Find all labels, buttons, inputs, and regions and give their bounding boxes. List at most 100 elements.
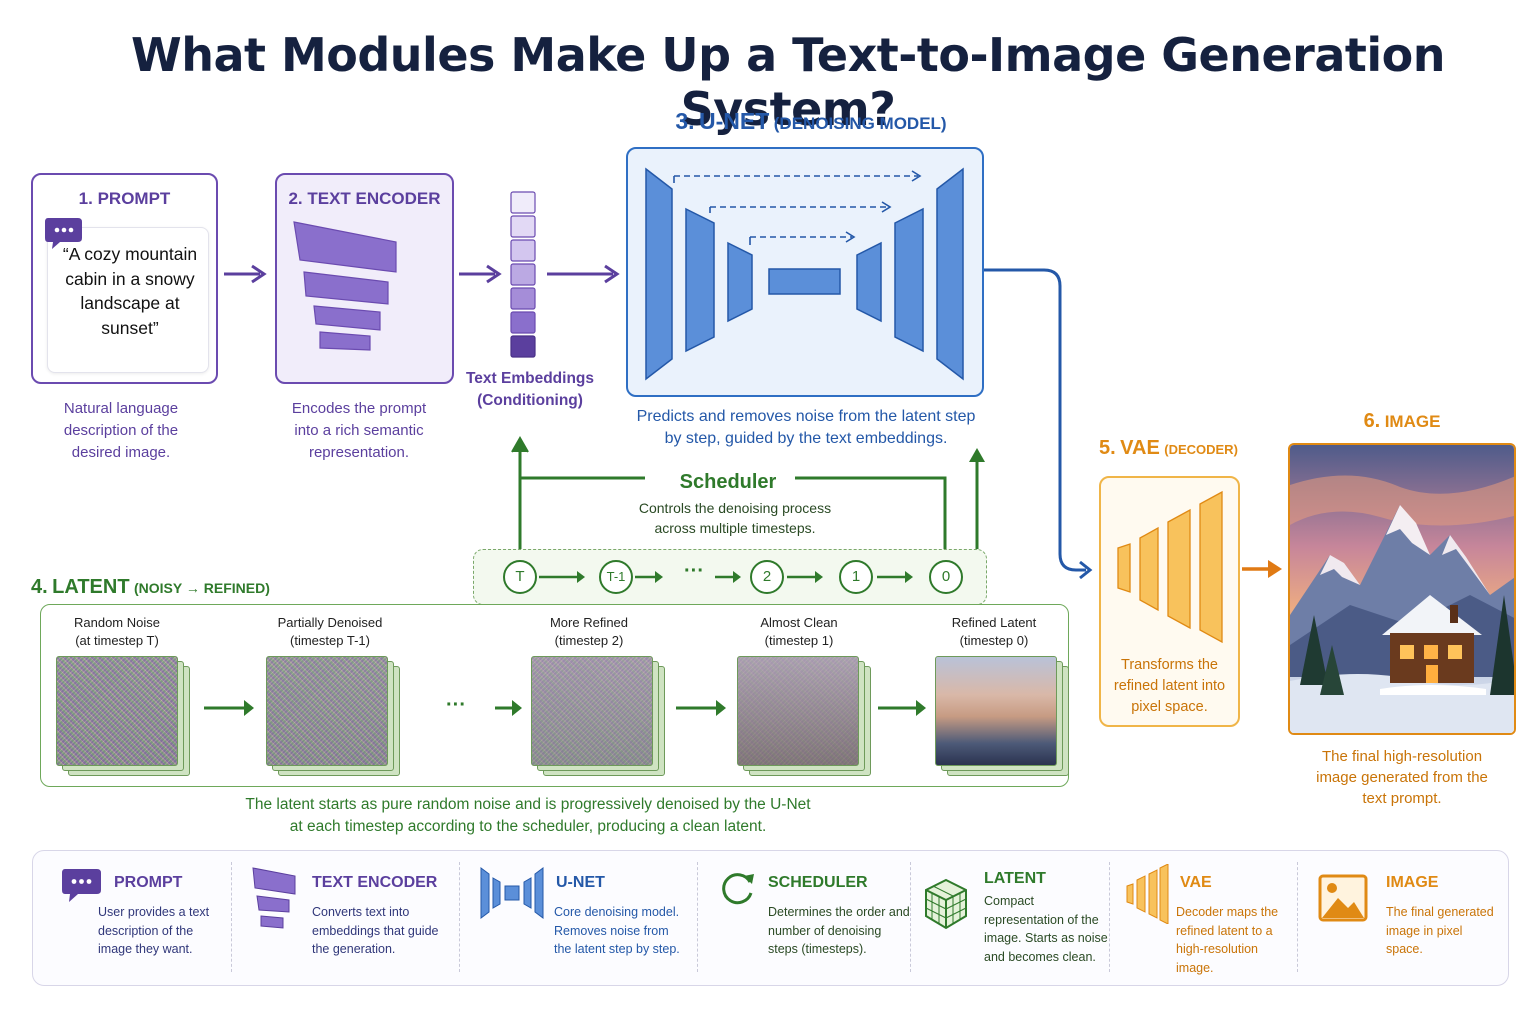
scheduler-caption: Controls the denoising process across mu… xyxy=(638,500,832,536)
prompt-caption: Natural language description of the desi… xyxy=(63,400,179,461)
cube-icon xyxy=(922,876,970,937)
encoder-layers-icon xyxy=(293,221,397,351)
image-number: 6. xyxy=(1363,410,1381,432)
latent-layer xyxy=(737,656,859,766)
legend-item-title: PROMPT xyxy=(114,874,183,891)
latent-number: 4. xyxy=(31,576,48,598)
latent-stage-label: Almost Clean (timestep 1) xyxy=(738,614,860,650)
legend-item-title: U-NET xyxy=(556,874,605,891)
latent-heading: LATENT xyxy=(52,576,130,598)
prompt-text: “A cozy mountain cabin in a snowy landsc… xyxy=(62,244,198,338)
latent-arrow-head xyxy=(916,700,926,716)
scheduler-ellipsis: ··· xyxy=(684,560,704,582)
image-caption: The final high-resolution image generate… xyxy=(1316,748,1488,807)
scheduler-step-node: 1 xyxy=(839,560,873,594)
legend-divider xyxy=(1297,862,1298,972)
latent-stage-label: Random Noise (at timestep T) xyxy=(56,614,178,650)
latent-stage-stack xyxy=(531,656,665,776)
arrow-vae-to-image xyxy=(1242,560,1282,578)
vae-decoder-diagram xyxy=(1117,490,1223,644)
legend-item-description: Core denoising model. Removes noise from… xyxy=(554,905,680,956)
vae-caption: Transforms the refined latent into pixel… xyxy=(1113,657,1226,715)
text-encoder-number: 2. xyxy=(288,189,303,208)
vae-subheading: (DECODER) xyxy=(1164,442,1238,457)
legend-item-title: LATENT xyxy=(984,870,1046,887)
latent-stage-stack xyxy=(935,656,1069,776)
text-encoder-card: 2. TEXT ENCODER xyxy=(275,173,454,384)
latent-subheading: (NOISY → REFINED) xyxy=(134,580,270,596)
latent-arrow-head xyxy=(244,700,254,716)
latent-stage-stack xyxy=(266,656,400,776)
scheduler-arrow-head xyxy=(733,571,741,583)
latent-stage-timestep: (timestep T-1) xyxy=(290,633,370,648)
text-encoder-caption: Encodes the prompt into a rich semantic … xyxy=(291,400,427,461)
unet-subheading: (DENOISING MODEL) xyxy=(773,114,947,133)
scheduler-arrow-head xyxy=(577,571,585,583)
legend-divider xyxy=(697,862,698,972)
arrow-unet-to-vae xyxy=(984,268,1093,580)
legend-divider xyxy=(910,862,911,972)
scheduler-step-node: T-1 xyxy=(599,560,633,594)
scheduler-step-arrows xyxy=(539,571,913,583)
prompt-number: 1. xyxy=(78,189,93,208)
latent-layer xyxy=(266,656,388,766)
unet-number: 3. xyxy=(675,108,695,134)
legend-item-title: SCHEDULER xyxy=(768,874,868,891)
legend-divider xyxy=(231,862,232,972)
legend-item-description: Converts text into embeddings that guide… xyxy=(312,905,439,956)
page-title: What Modules Make Up a Text-to-Image Gen… xyxy=(130,28,1446,136)
latent-stage-stack xyxy=(737,656,871,776)
latent-stage-name: Partially Denoised xyxy=(277,615,383,630)
latent-arrow-head xyxy=(716,700,726,716)
latent-stage-stack xyxy=(56,656,190,776)
scheduler-arrow-head xyxy=(905,571,913,583)
generated-image-frame xyxy=(1288,443,1516,735)
text-embeddings-label: Text Embeddings (Conditioning) xyxy=(465,370,595,409)
legend-item-title: TEXT ENCODER xyxy=(312,874,438,891)
legend-item-description: User provides a text description of the … xyxy=(98,905,210,956)
unet-heading: U-NET xyxy=(699,108,770,134)
scheduler-step-node: 2 xyxy=(750,560,784,594)
latent-stage-label: More Refined (timestep 2) xyxy=(528,614,650,650)
latent-caption: The latent starts as pure random noise a… xyxy=(245,796,811,835)
legend-divider xyxy=(1109,862,1110,972)
refresh-icon xyxy=(718,868,758,913)
scheduler-step-node: T xyxy=(503,560,537,594)
unet-icon xyxy=(479,864,545,927)
vae-heading: VAE xyxy=(1120,437,1160,459)
chat-bubble-icon xyxy=(60,866,104,911)
scheduler-arrow-head xyxy=(815,571,823,583)
latent-stage-name: More Refined xyxy=(549,615,629,630)
latent-stage-timestep: (at timestep T) xyxy=(75,633,159,648)
latent-layer xyxy=(935,656,1057,766)
prompt-text-box: “A cozy mountain cabin in a snowy landsc… xyxy=(47,227,209,373)
latent-stage-timestep: (timestep 0) xyxy=(959,633,1029,648)
decoder-icon xyxy=(1125,863,1169,929)
latent-arrows xyxy=(204,700,926,716)
unet-caption: Predicts and removes noise from the late… xyxy=(636,408,976,447)
latent-stage-name: Refined Latent xyxy=(951,615,1037,630)
latent-layer xyxy=(531,656,653,766)
legend-item-description: Decoder maps the refined latent to a hig… xyxy=(1176,905,1279,975)
latent-stage-timestep: (timestep 2) xyxy=(554,633,624,648)
arrow-encoder-to-embeddings xyxy=(459,264,502,284)
legend-item-description: Compact representation of the image. Sta… xyxy=(984,894,1108,964)
latent-stage-name: Random Noise xyxy=(74,615,160,630)
arrow-embeddings-to-unet xyxy=(547,264,620,284)
image-icon xyxy=(1318,874,1368,927)
text-encoder-heading: TEXT ENCODER xyxy=(307,189,441,208)
image-heading: IMAGE xyxy=(1384,412,1441,431)
arrow-prompt-to-encoder xyxy=(224,264,267,284)
latent-stage-timestep: (timestep 1) xyxy=(764,633,834,648)
latent-stage-label: Refined Latent (timestep 0) xyxy=(933,614,1055,650)
legend-divider xyxy=(459,862,460,972)
generated-cabin-image xyxy=(1290,445,1514,733)
scheduler-heading: Scheduler xyxy=(679,471,777,493)
chat-bubble-icon xyxy=(45,218,82,249)
legend-item-title: IMAGE xyxy=(1386,874,1439,891)
latent-stage-name: Almost Clean xyxy=(760,615,838,630)
encoder-icon xyxy=(251,866,297,935)
legend-item-title: VAE xyxy=(1180,874,1212,891)
legend-item-description: The final generated image in pixel space… xyxy=(1386,905,1494,956)
latent-ellipsis: ··· xyxy=(446,694,466,716)
